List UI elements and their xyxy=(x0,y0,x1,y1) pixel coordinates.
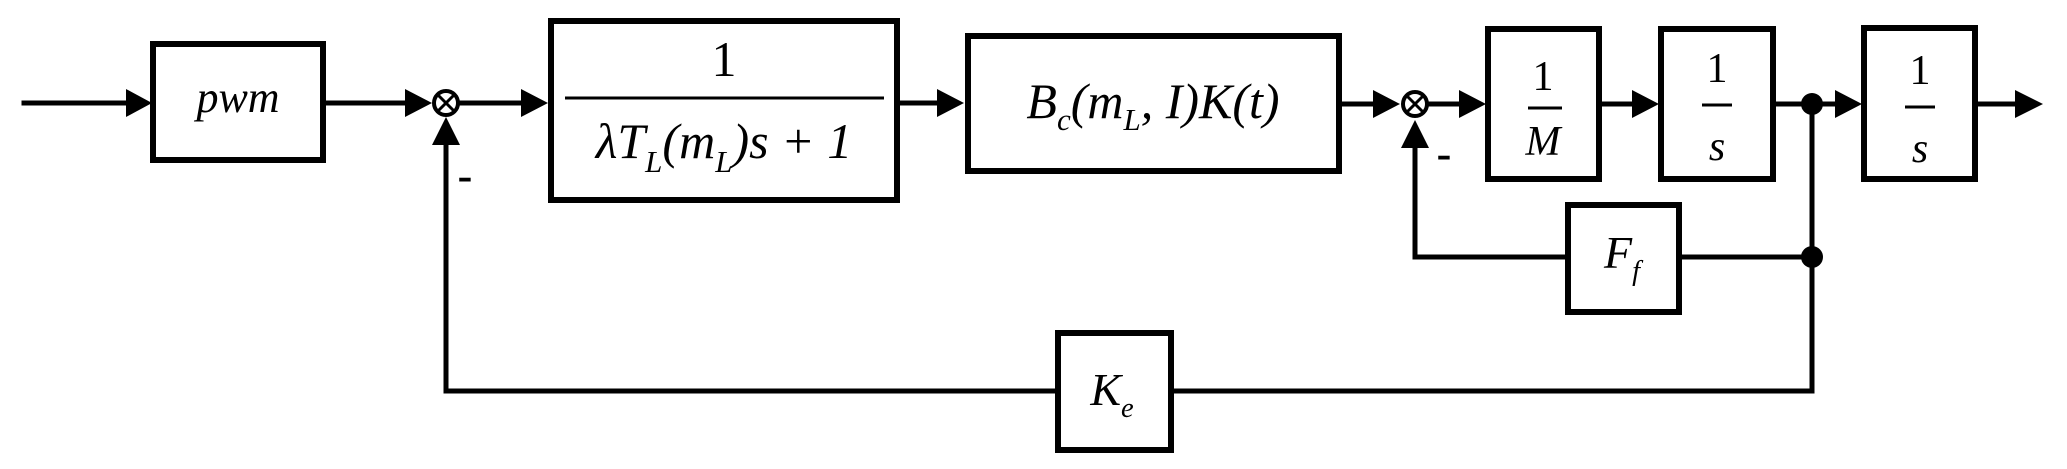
arrowhead xyxy=(1373,90,1400,118)
lag-numerator: 1 xyxy=(712,31,737,87)
arrowhead xyxy=(432,117,460,145)
back-emf-feedback-wire xyxy=(443,137,1061,394)
arrowheads xyxy=(126,89,2043,148)
arrowhead xyxy=(405,89,432,117)
arrowhead xyxy=(2015,90,2043,118)
pwm-label: pwm xyxy=(193,73,279,122)
arrowhead xyxy=(1459,90,1486,118)
arrowhead xyxy=(1835,90,1862,118)
integrator-2-block: 1 s xyxy=(1861,25,1978,182)
integrator-2-numerator: 1 xyxy=(1910,48,1931,94)
integrator-1-denominator: s xyxy=(1709,124,1725,170)
wires xyxy=(21,100,2023,394)
back-emf-label: Ke xyxy=(1089,364,1134,424)
integrator-1-block: 1 s xyxy=(1658,26,1776,182)
friction-feedback-wire xyxy=(1412,140,1571,260)
friction-block: Ff xyxy=(1565,202,1682,315)
inv-mass-denominator: M xyxy=(1525,119,1563,165)
sum1-minus-sign: - xyxy=(458,151,473,200)
summing-junction-2 xyxy=(1401,90,1429,118)
gain-label: Bc(mL, I)K(t) xyxy=(1026,73,1279,137)
velocity-tap-wire xyxy=(1168,101,1815,394)
arrowhead xyxy=(126,89,152,117)
integrator-1-numerator: 1 xyxy=(1707,46,1728,92)
back-emf-block: Ke xyxy=(1055,330,1174,453)
thrust-gain-block: Bc(mL, I)K(t) xyxy=(965,33,1342,174)
arrowhead xyxy=(937,89,964,117)
pwm-block: pwm xyxy=(150,41,326,163)
arrowhead xyxy=(1632,90,1659,118)
arrowhead xyxy=(1401,120,1429,148)
summing-junction-1 xyxy=(432,89,460,117)
branch-point xyxy=(1801,246,1823,268)
lag-transfer-function-block: 1 λTL(mL)s + 1 xyxy=(548,18,900,203)
integrator-2-denominator: s xyxy=(1912,126,1928,172)
branch-point xyxy=(1801,93,1823,115)
lag-denominator: λTL(mL)s + 1 xyxy=(594,113,853,179)
sum2-minus-sign: - xyxy=(1437,129,1452,178)
inverse-mass-block: 1 M xyxy=(1485,26,1602,182)
arrowhead xyxy=(521,89,548,117)
inv-mass-numerator: 1 xyxy=(1533,54,1554,100)
